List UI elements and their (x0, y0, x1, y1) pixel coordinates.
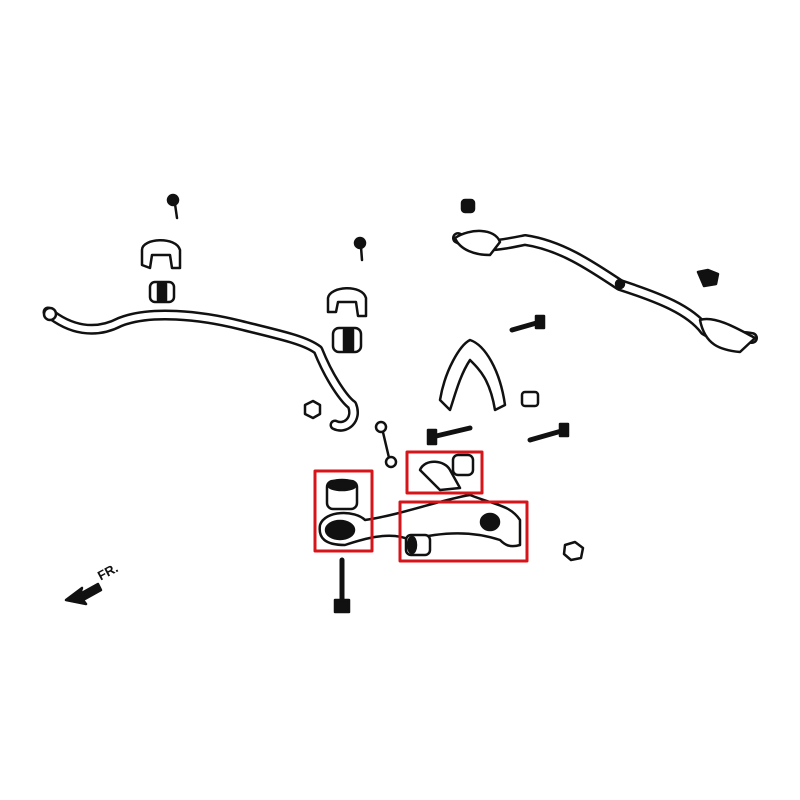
lower-arm (318, 493, 522, 548)
nut-small (303, 399, 322, 420)
highlight-upper-bushing (405, 450, 484, 495)
stabilizer-bracket-right (326, 236, 368, 354)
highlight-boxes (313, 450, 529, 563)
highlight-lower-arm-bushing (398, 500, 529, 563)
upper-arm (438, 338, 507, 412)
front-direction-arrow-icon (64, 582, 103, 606)
highlight-front-bushing (313, 469, 374, 553)
stabilizer-link (374, 420, 398, 469)
bolts (333, 314, 585, 614)
bushing-rear (404, 533, 432, 557)
bushing-front (325, 478, 359, 511)
front-stabilizer-bar (42, 306, 359, 432)
bushing-upper (418, 453, 475, 492)
stabilizer-bracket-left (140, 193, 182, 304)
rear-stabilizer-bar (452, 198, 758, 354)
